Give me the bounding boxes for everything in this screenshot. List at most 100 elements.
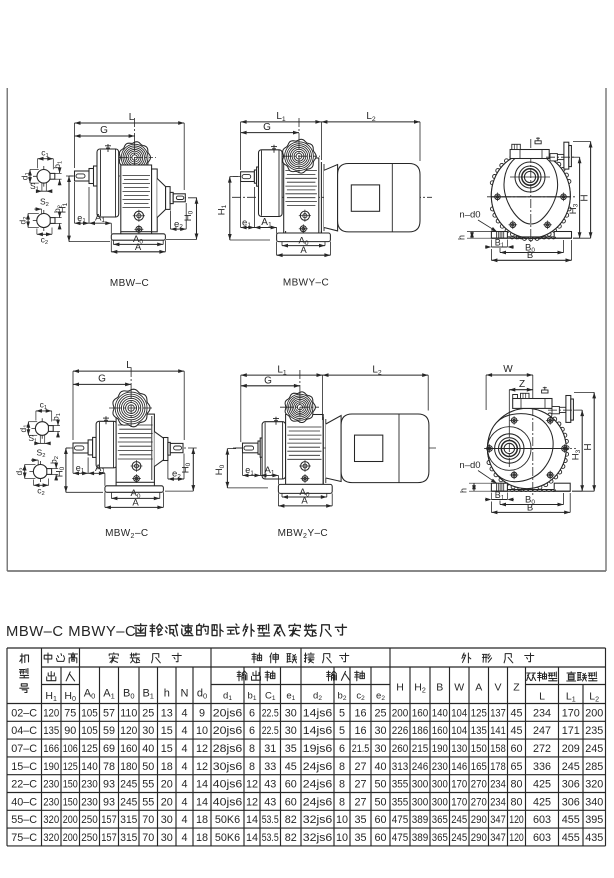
svg-text:n–d0: n–d0 [459,460,480,471]
svg-text:4: 4 [181,796,187,808]
svg-text:MBWY–C: MBWY–C [283,278,329,289]
svg-text:24js6: 24js6 [303,796,333,808]
svg-text:24js6: 24js6 [303,779,333,791]
svg-text:320: 320 [585,779,603,791]
svg-text:H: H [396,682,404,694]
svg-text:245: 245 [120,796,137,808]
svg-text:20: 20 [161,796,173,808]
svg-text:16: 16 [354,707,366,719]
svg-text:10: 10 [336,814,348,826]
svg-text:MBW: MBW [105,528,131,539]
svg-text:h: h [459,488,469,493]
svg-text:120: 120 [120,725,137,737]
svg-text:6: 6 [339,743,345,755]
svg-text:140: 140 [81,761,98,773]
svg-text:27: 27 [354,796,366,808]
svg-text:45: 45 [510,725,522,737]
svg-text:13: 13 [161,707,173,719]
svg-text:H2: H2 [414,682,426,695]
svg-text:2: 2 [303,533,307,540]
svg-text:A1: A1 [95,463,105,475]
svg-text:104: 104 [451,707,467,719]
svg-text:230: 230 [81,779,98,791]
svg-text:200: 200 [63,832,78,844]
svg-text:MBW–C: MBW–C [110,278,149,289]
svg-text:135: 135 [471,725,487,737]
svg-text:H0: H0 [54,466,66,477]
svg-text:A: A [300,245,307,256]
svg-text:30: 30 [142,725,154,737]
svg-text:250: 250 [81,814,98,826]
svg-text:d1: d1 [18,425,30,433]
svg-text:A: A [475,682,482,694]
svg-text:B1: B1 [495,490,505,502]
svg-text:20js6: 20js6 [213,725,243,737]
svg-text:290: 290 [471,832,487,844]
svg-text:N: N [181,688,189,700]
svg-text:245: 245 [451,832,467,844]
svg-text:355: 355 [392,796,409,808]
svg-text:30: 30 [161,832,173,844]
svg-text:190: 190 [43,761,59,773]
svg-text:10: 10 [196,725,208,737]
svg-text:69: 69 [103,743,115,755]
svg-text:105: 105 [81,707,98,719]
svg-text:A0: A0 [299,235,309,247]
svg-text:d2: d2 [14,468,26,476]
svg-text:S1: S1 [30,181,39,193]
svg-text:20js6: 20js6 [213,707,243,719]
svg-text:45: 45 [510,707,522,719]
svg-text:H1: H1 [217,204,229,215]
svg-text:G: G [263,122,271,133]
svg-text:340: 340 [585,796,603,808]
svg-text:–C: –C [135,528,148,539]
svg-text:15: 15 [161,743,173,755]
svg-text:e2: e2 [376,691,385,703]
svg-text:4: 4 [181,725,187,737]
svg-text:8: 8 [339,761,345,773]
svg-text:V: V [494,682,501,694]
svg-text:93: 93 [103,779,115,791]
svg-text:455: 455 [562,814,580,826]
svg-text:300: 300 [412,779,429,791]
svg-text:4: 4 [181,832,187,844]
svg-text:110: 110 [120,707,137,719]
svg-text:b1: b1 [248,691,257,703]
svg-text:234: 234 [490,796,506,808]
svg-text:L: L [129,112,135,123]
svg-text:d0: d0 [197,688,207,701]
svg-text:d2: d2 [313,691,322,703]
svg-text:G: G [264,375,272,386]
svg-text:270: 270 [471,779,487,791]
svg-text:H1: H1 [58,202,70,213]
svg-text:22.5: 22.5 [262,725,279,737]
svg-text:H0: H0 [214,464,226,475]
svg-text:6: 6 [249,707,255,719]
svg-text:190: 190 [432,743,448,755]
svg-text:12: 12 [246,796,258,808]
svg-text:15: 15 [161,725,173,737]
svg-text:8: 8 [249,761,255,773]
svg-text:246: 246 [412,761,429,773]
svg-text:43: 43 [264,779,276,791]
svg-text:14: 14 [196,779,208,791]
svg-text:14: 14 [196,796,208,808]
svg-text:4: 4 [181,743,187,755]
svg-text:5: 5 [339,707,345,719]
svg-text:157: 157 [101,832,117,844]
svg-text:14: 14 [246,832,258,844]
svg-text:53.5: 53.5 [262,814,279,826]
svg-text:4: 4 [181,779,187,791]
svg-text:30: 30 [285,707,297,719]
svg-text:18: 18 [196,814,208,826]
svg-text:230: 230 [81,796,98,808]
svg-text:209: 209 [562,743,580,755]
svg-text:475: 475 [392,814,409,826]
svg-text:A0: A0 [133,234,143,246]
svg-text:H0: H0 [64,690,76,703]
svg-text:82: 82 [285,832,297,844]
svg-text:B: B [527,250,533,261]
svg-text:290: 290 [471,814,487,826]
svg-text:120: 120 [509,814,524,826]
svg-text:10: 10 [336,832,348,844]
